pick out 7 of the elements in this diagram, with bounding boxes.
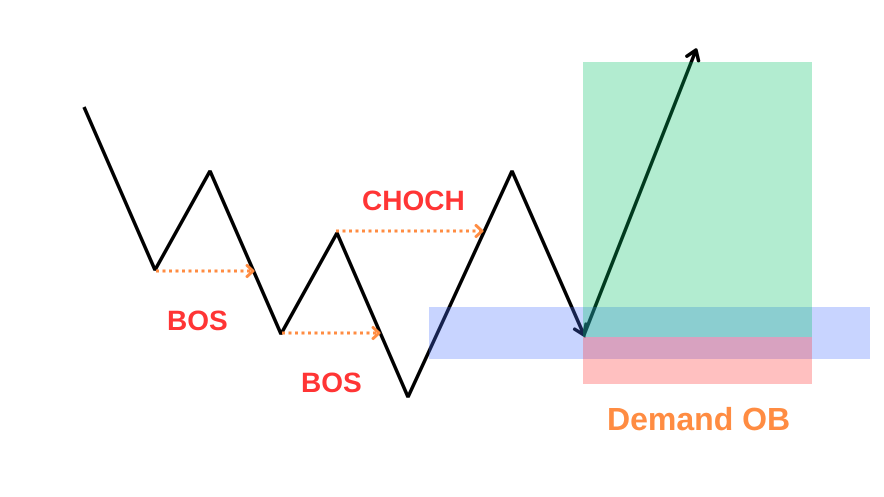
zone-label: Demand OB — [607, 403, 790, 435]
demand-zone — [583, 337, 812, 384]
annotation-label: BOS — [167, 307, 228, 335]
annotation-label: CHOCH — [362, 187, 465, 215]
highlight-band — [429, 307, 870, 359]
target-zone — [583, 62, 812, 337]
annotation-label: BOS — [301, 369, 362, 397]
